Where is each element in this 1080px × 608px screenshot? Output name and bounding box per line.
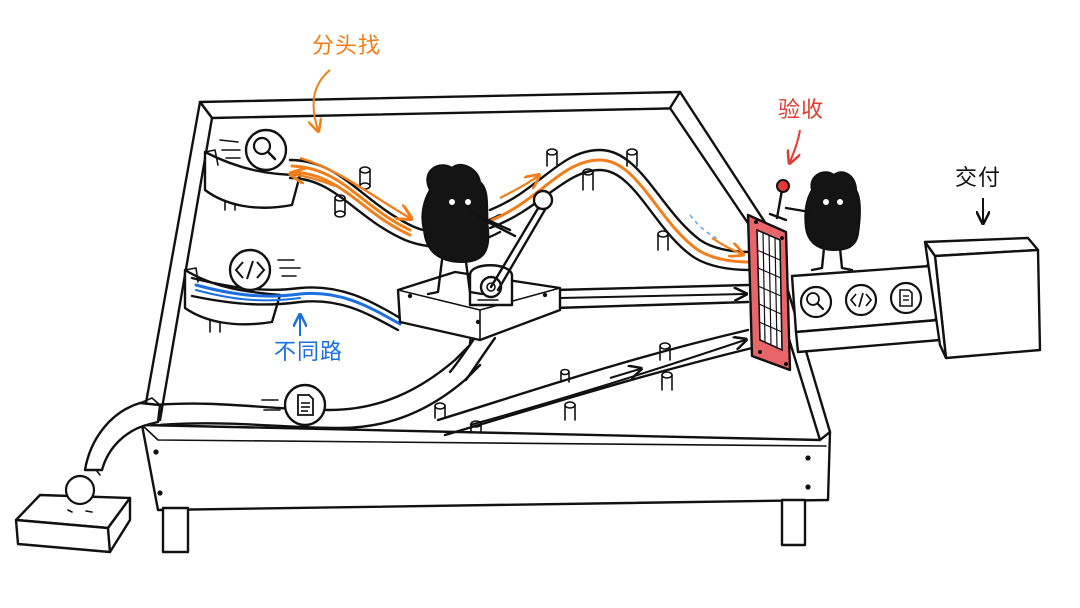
code-track bbox=[190, 276, 402, 332]
label-deliver: 交付 bbox=[955, 166, 1002, 191]
output-chute bbox=[14, 397, 162, 554]
document-icon bbox=[297, 394, 314, 416]
delivered-search bbox=[799, 285, 833, 319]
document-icon bbox=[899, 289, 913, 307]
code-icon bbox=[849, 292, 873, 308]
delivered-code bbox=[844, 283, 878, 317]
annotation-arrow-split-search bbox=[314, 69, 331, 130]
creature-operator bbox=[421, 163, 517, 296]
annotation-arrow-acceptance bbox=[790, 129, 801, 162]
search-icon bbox=[252, 136, 277, 161]
peg bbox=[582, 168, 594, 191]
peg bbox=[564, 401, 576, 421]
marble-search bbox=[219, 128, 288, 172]
code-icon bbox=[234, 260, 266, 280]
creature-inspector bbox=[784, 171, 861, 272]
label-different-paths: 不同路 bbox=[274, 340, 344, 365]
delivered-document bbox=[889, 281, 923, 315]
search-icon bbox=[806, 292, 825, 311]
delivery-conveyor bbox=[790, 236, 1042, 360]
peg bbox=[434, 402, 446, 419]
peg bbox=[546, 148, 558, 167]
label-split-search: 分头找 bbox=[312, 34, 382, 59]
document-track bbox=[153, 283, 754, 437]
marble-code bbox=[228, 248, 301, 292]
label-acceptance: 验收 bbox=[778, 98, 825, 123]
peg bbox=[661, 371, 673, 391]
acceptance-gate bbox=[746, 179, 792, 372]
marble-document bbox=[261, 383, 327, 427]
